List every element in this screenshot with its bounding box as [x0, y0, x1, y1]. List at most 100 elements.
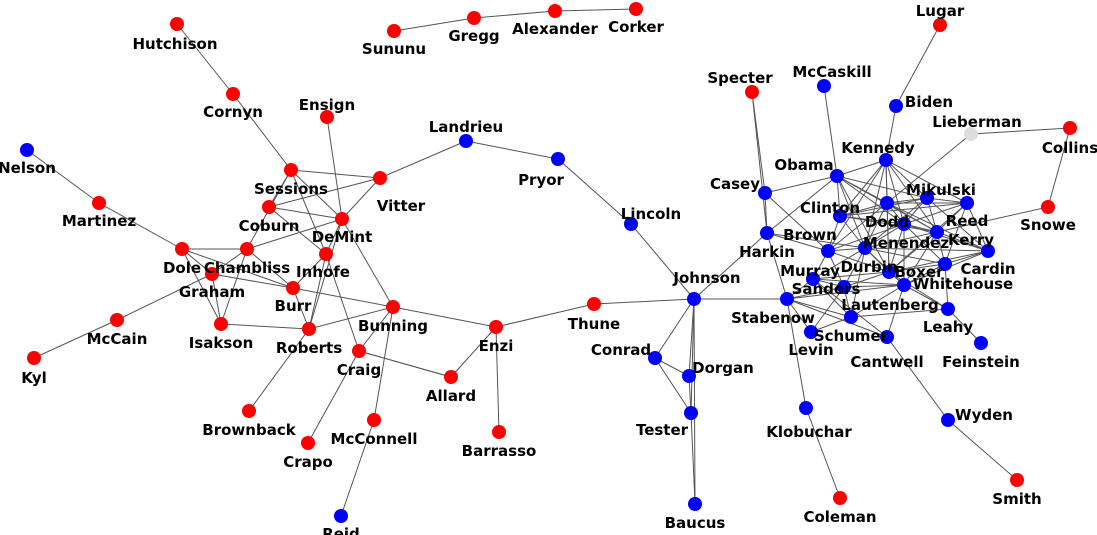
node-lautenberg — [897, 278, 911, 292]
label-klobuchar: Klobuchar — [766, 423, 852, 441]
label-whitehouse: Whitehouse — [913, 275, 1013, 293]
node-burr — [286, 281, 300, 295]
edge-clinton-dodd — [839, 202, 888, 217]
edge-durbin-murray — [812, 247, 866, 280]
label-graham: Graham — [179, 283, 245, 301]
node-johnson — [687, 292, 701, 306]
label-crapo: Crapo — [283, 453, 333, 471]
edge-dodd-brown — [827, 202, 888, 252]
edge-coburn-demint — [268, 206, 343, 220]
edge-harkin-stabenow — [766, 232, 788, 300]
label-mccain: McCain — [87, 330, 148, 348]
node-vitter — [373, 171, 387, 185]
label-nelson: Nelson — [0, 159, 56, 177]
edge-enzi-allard — [450, 326, 497, 378]
label-mikulski: Mikulski — [906, 181, 976, 199]
label-durbin: Durbin — [840, 258, 897, 276]
edge-cornyn-sessions — [232, 93, 292, 171]
edge-obama-durbin — [836, 175, 866, 249]
edge-graham-isakson — [211, 273, 222, 325]
edge-landrieu-vitter — [379, 140, 467, 179]
edge-mccain-kyl — [33, 319, 118, 359]
node-clinton — [833, 209, 847, 223]
edge-dodd-kerry — [886, 202, 938, 233]
label-harkin: Harkin — [739, 243, 795, 261]
edge-stabenow-klobuchar — [786, 298, 807, 409]
edge-cardin-whitehouse — [944, 250, 989, 265]
edge-inhofe-craig — [325, 253, 360, 352]
edge-lieberman-collins — [970, 127, 1071, 135]
node-coleman — [833, 491, 847, 505]
edge-dodd-boxer — [886, 202, 890, 273]
node-levin — [804, 325, 818, 339]
edge-johnson-tester — [690, 298, 695, 414]
edge-johnson-conrad — [654, 298, 695, 359]
label-smith: Smith — [992, 490, 1041, 508]
node-inhofe — [319, 247, 333, 261]
node-harkin — [760, 226, 774, 240]
edge-johnson-thune — [593, 298, 695, 305]
label-burr: Burr — [275, 297, 313, 315]
label-craig: Craig — [337, 361, 381, 379]
node-mikulski — [920, 191, 934, 205]
node-crapo — [301, 436, 315, 450]
label-martinez: Martinez — [62, 212, 137, 230]
label-lieberman: Lieberman — [932, 113, 1022, 131]
node-cantwell — [880, 330, 894, 344]
edge-boxer-whitehouse — [888, 263, 946, 273]
edge-murray-lautenberg — [812, 278, 905, 286]
label-roberts: Roberts — [276, 339, 342, 357]
edge-chambliss-graham — [211, 248, 248, 275]
node-reed — [960, 196, 974, 210]
edge-cantwell-murray — [812, 278, 888, 338]
label-chambliss: Chambliss — [204, 259, 290, 277]
edge-enzi-bunning — [392, 306, 497, 328]
node-martinez — [92, 196, 106, 210]
label-landrieu: Landrieu — [429, 118, 504, 136]
node-enzi — [489, 320, 503, 334]
node-lieberman — [964, 127, 978, 141]
edge-lautenberg-schumer — [850, 284, 905, 318]
label-corker: Corker — [608, 18, 664, 36]
edge-mcconnell-reid — [340, 419, 375, 517]
node-sununu — [387, 24, 401, 38]
label-isakson: Isakson — [189, 334, 254, 352]
edge-sanders-levin — [810, 286, 845, 333]
label-demint: DeMint — [312, 228, 373, 246]
label-clinton: Clinton — [800, 199, 860, 217]
edge-isakson-roberts — [220, 323, 310, 330]
edge-snowe-kerry — [936, 206, 1049, 233]
label-sununu: Sununu — [362, 40, 426, 58]
edge-inhofe-burr — [292, 253, 327, 289]
label-murray: Murray — [780, 262, 840, 280]
edge-whitehouse-leahy — [944, 263, 949, 310]
label-schumer: Schumer — [814, 327, 889, 345]
label-dodd: Dodd — [865, 213, 909, 231]
label-inhofe: Inhofe — [296, 263, 350, 281]
label-kerry: Kerry — [948, 231, 994, 249]
edge-dole-burr — [181, 248, 294, 289]
edge-pryor-lincoln — [557, 158, 632, 225]
label-kennedy: Kennedy — [841, 139, 915, 157]
node-boxer — [882, 265, 896, 279]
label-vitter: Vitter — [377, 197, 426, 215]
node-sessions — [284, 163, 298, 177]
label-biden: Biden — [905, 93, 953, 111]
node-brownback — [242, 404, 256, 418]
label-brown: Brown — [783, 226, 837, 244]
edge-durbin-whitehouse — [864, 247, 946, 265]
label-allard: Allard — [426, 387, 476, 405]
label-collins: Collins — [1042, 139, 1097, 157]
node-craig — [352, 344, 366, 358]
edge-kerry-durbin — [864, 231, 938, 249]
node-brown — [821, 244, 835, 258]
edge-schumer-leahy — [850, 308, 949, 318]
node-smith — [1010, 473, 1024, 487]
node-nelson — [20, 143, 34, 157]
node-menendez — [897, 217, 911, 231]
edge-kennedy-reed — [885, 159, 968, 204]
node-kennedy — [879, 153, 893, 167]
label-hutchison: Hutchison — [132, 35, 217, 53]
label-boxer: Boxer — [895, 263, 945, 281]
edge-reed-whitehouse — [944, 202, 968, 265]
